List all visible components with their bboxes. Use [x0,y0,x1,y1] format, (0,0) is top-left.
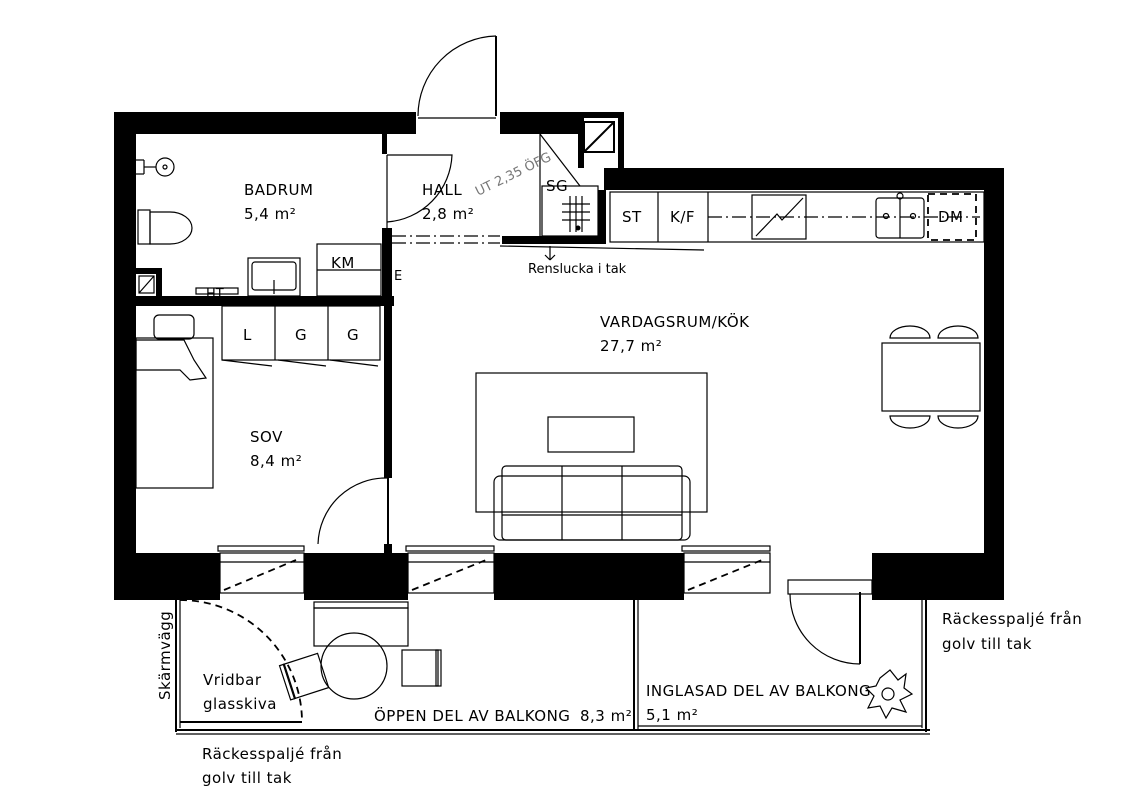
vardagsrum-name: VARDAGSRUM/KÖK [600,312,750,331]
ventilation-shaft [138,121,615,294]
hall-fixtures [392,133,705,261]
hall-name: HALL [422,181,462,199]
windows [217,545,873,595]
kitchen-counter [609,191,985,243]
hall-area: 2,8 m² [422,205,474,223]
living-furniture [475,372,708,541]
bathroom-fixtures [136,157,382,297]
railing-right-line-2: golv till tak [942,635,1032,653]
st-label: ST [622,208,642,226]
electric-cabinet [386,249,392,295]
sov-area: 8,4 m² [250,452,302,470]
badrum-name: BADRUM [244,181,313,199]
walls [114,112,1004,600]
railing-right-line-1: Räckesspaljé från [942,610,1082,628]
km-label: KM [331,254,355,272]
pivot-glass-line-2: glasskiva [203,695,277,713]
glazed-balcony-name: INGLASAD DEL AV BALKONG [646,682,871,700]
balcony [175,599,930,735]
ht-label: HT [206,287,224,302]
railing-bottom-line-1: Räckesspaljé från [202,745,342,763]
sg-label: SG [546,177,568,195]
dining-table [881,325,981,429]
pivot-glass-line-1: Vridbar [203,671,262,689]
screen-wall-note: Skärmvägg [156,611,174,700]
kf-label: K/F [670,208,695,226]
wardrobe-2-label: G [295,326,307,344]
renslucka-note: Renslucka i tak [528,262,627,277]
open-balcony-area: 8,3 m² [580,707,632,725]
open-balcony-name: ÖPPEN DEL AV BALKONG [374,706,570,725]
dm-label: DM [938,208,964,226]
e-label: E [394,269,402,284]
wardrobe-1-label: L [243,326,252,344]
badrum-area: 5,4 m² [244,205,296,223]
sov-name: SOV [250,428,283,446]
vardagsrum-area: 27,7 m² [600,337,662,355]
doors [317,35,861,665]
wardrobe-3-label: G [347,326,359,344]
railing-bottom-line-2: golv till tak [202,769,292,787]
bedroom-furniture [135,305,381,489]
glazed-balcony-area: 5,1 m² [646,706,698,724]
